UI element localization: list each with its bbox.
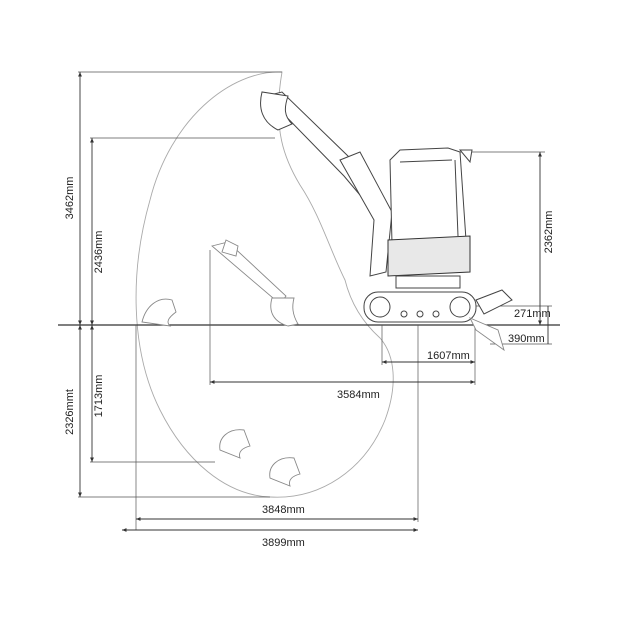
ghost-arm-dump (211, 239, 299, 327)
label-ground-reach: 3848mm (262, 504, 305, 516)
dozer-blade-raised (475, 289, 513, 315)
excavator (260, 91, 513, 352)
excavator-boom (339, 151, 393, 277)
bucket-depth-1 (219, 429, 251, 459)
label-dump-reach: 3584mm (337, 389, 380, 401)
label-max-reach-height: 3462mm (64, 177, 76, 220)
bucket-ground-level (141, 298, 177, 327)
label-min-swing-radius: 1607mm (427, 350, 470, 362)
label-blade-depth: 390mm (508, 333, 545, 345)
label-max-dig-depth: 2326mmt (64, 389, 76, 435)
label-vertical-wall-depth: 1713mm (93, 375, 105, 418)
excavator-bucket (260, 91, 293, 131)
excavator-track (363, 291, 477, 323)
working-envelope (135, 71, 394, 498)
label-cab-height: 2362mm (543, 211, 555, 254)
bucket-depth-2 (269, 457, 301, 487)
label-max-reach: 3899mm (262, 537, 305, 549)
label-blade-lift: 271mm (514, 308, 551, 320)
excavator-body (387, 235, 471, 277)
excavator-turntable (395, 275, 461, 289)
dozer-blade-lowered (469, 317, 505, 352)
label-max-dump-height: 2436mm (93, 231, 105, 274)
